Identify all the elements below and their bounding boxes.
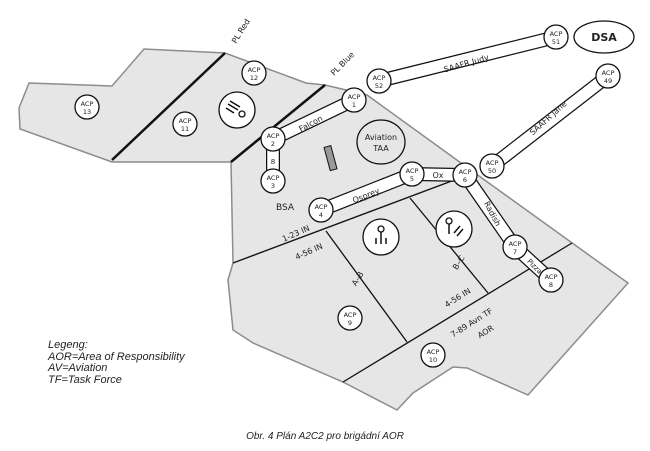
- acp-prefix: ACP: [545, 273, 558, 281]
- dsa-label: DSA: [591, 31, 617, 44]
- acp-circle: [260, 168, 286, 194]
- acp-number: 5: [410, 175, 414, 183]
- acp-prefix: ACP: [427, 348, 440, 356]
- acp-prefix: ACP: [406, 167, 419, 175]
- corridor-50-49: [488, 71, 612, 171]
- region-main: [227, 84, 630, 411]
- acp-circle: [172, 111, 198, 137]
- acp-circle: [399, 161, 425, 187]
- acp-circle: [502, 234, 528, 260]
- acp-prefix: ACP: [550, 30, 563, 38]
- acp-number: 7: [513, 248, 517, 256]
- acp-circle: [74, 94, 100, 120]
- acp-circle: [538, 267, 564, 293]
- legend: Legeng: AOR=Area of Responsibility AV=Av…: [48, 339, 185, 386]
- acp-circle: [479, 153, 505, 179]
- phase-line-red: [111, 52, 226, 161]
- aviation-unit-icon-2: [435, 210, 473, 248]
- acp-prefix: ACP: [179, 117, 192, 125]
- acp-number: 51: [552, 38, 560, 46]
- acp-prefix: ACP: [248, 66, 261, 74]
- acp-prefix: ACP: [373, 74, 386, 82]
- corridor-6-7: [460, 171, 520, 251]
- acp-number: 49: [604, 77, 612, 85]
- acp-circle: [308, 197, 334, 223]
- legend-item: AV=Aviation: [48, 362, 108, 374]
- legend-item: AOR=Area of Responsibility: [48, 350, 185, 363]
- acp-number: 3: [271, 182, 275, 190]
- acp-circle: [595, 63, 621, 89]
- aviation-unit-icon: [218, 91, 256, 129]
- acp-number: 50: [488, 167, 496, 175]
- corridor-4-5: [318, 168, 415, 216]
- acp-number: 2: [271, 140, 275, 148]
- acp-number: 6: [463, 176, 467, 184]
- acp-prefix: ACP: [509, 240, 522, 248]
- acp-number: 13: [83, 108, 91, 116]
- phase-line-blue: [230, 84, 326, 163]
- dsa-area: [573, 20, 635, 54]
- corridor-2-1: [270, 94, 357, 145]
- airstrip-icon: [323, 145, 338, 172]
- corridor-52-51: [377, 31, 558, 87]
- acp-circle: [452, 162, 478, 188]
- acp-circle: [543, 24, 569, 50]
- route-short-label: 8: [271, 158, 275, 166]
- acp-prefix: ACP: [267, 174, 280, 182]
- phase-line-red-label: PL Red: [230, 17, 252, 45]
- legend-title: Legeng:: [48, 339, 88, 351]
- acp-circle: [241, 60, 267, 86]
- acp-circle: [341, 87, 367, 113]
- acp-number: 10: [429, 356, 437, 364]
- phase-line-blue-label: PL Blue: [329, 50, 356, 77]
- acp-prefix: ACP: [315, 203, 328, 211]
- acp-circle: [420, 342, 446, 368]
- figure-caption: Obr. 4 Plán A2C2 pro brigádní AOR: [246, 431, 404, 442]
- boundary-ab: [325, 230, 408, 343]
- aviation-taa-label-1: Aviation: [365, 133, 397, 142]
- acp-prefix: ACP: [348, 93, 361, 101]
- acp-number: 4: [319, 211, 323, 219]
- boundary-upper: [232, 175, 466, 264]
- acp-prefix: ACP: [81, 100, 94, 108]
- acp-number: 52: [375, 82, 383, 90]
- acp-prefix: ACP: [602, 69, 615, 77]
- acp-number: 11: [181, 125, 189, 133]
- aviation-taa-area: [356, 119, 406, 165]
- acp-prefix: ACP: [267, 132, 280, 140]
- aviation-taa-label-2: TAA: [372, 144, 389, 153]
- acp-prefix: ACP: [486, 159, 499, 167]
- legend-item: TF=Task Force: [48, 373, 122, 386]
- route-ox-label: Ox: [432, 171, 443, 180]
- acp-points: ACP1ACP2ACP3ACP4ACP5ACP6ACP7ACP8ACP9ACP1…: [74, 24, 621, 368]
- acp-prefix: ACP: [459, 168, 472, 176]
- acp-circle: [366, 68, 392, 94]
- acp-prefix: ACP: [344, 311, 357, 319]
- bsa-label: BSA: [276, 203, 295, 213]
- infantry-unit-icon: [362, 218, 400, 256]
- acp-number: 1: [352, 101, 356, 109]
- acp-number: 8: [549, 281, 553, 289]
- acp-circle: [260, 126, 286, 152]
- acp-circle: [337, 305, 363, 331]
- acp-number: 9: [348, 319, 352, 327]
- acp-number: 12: [250, 74, 258, 82]
